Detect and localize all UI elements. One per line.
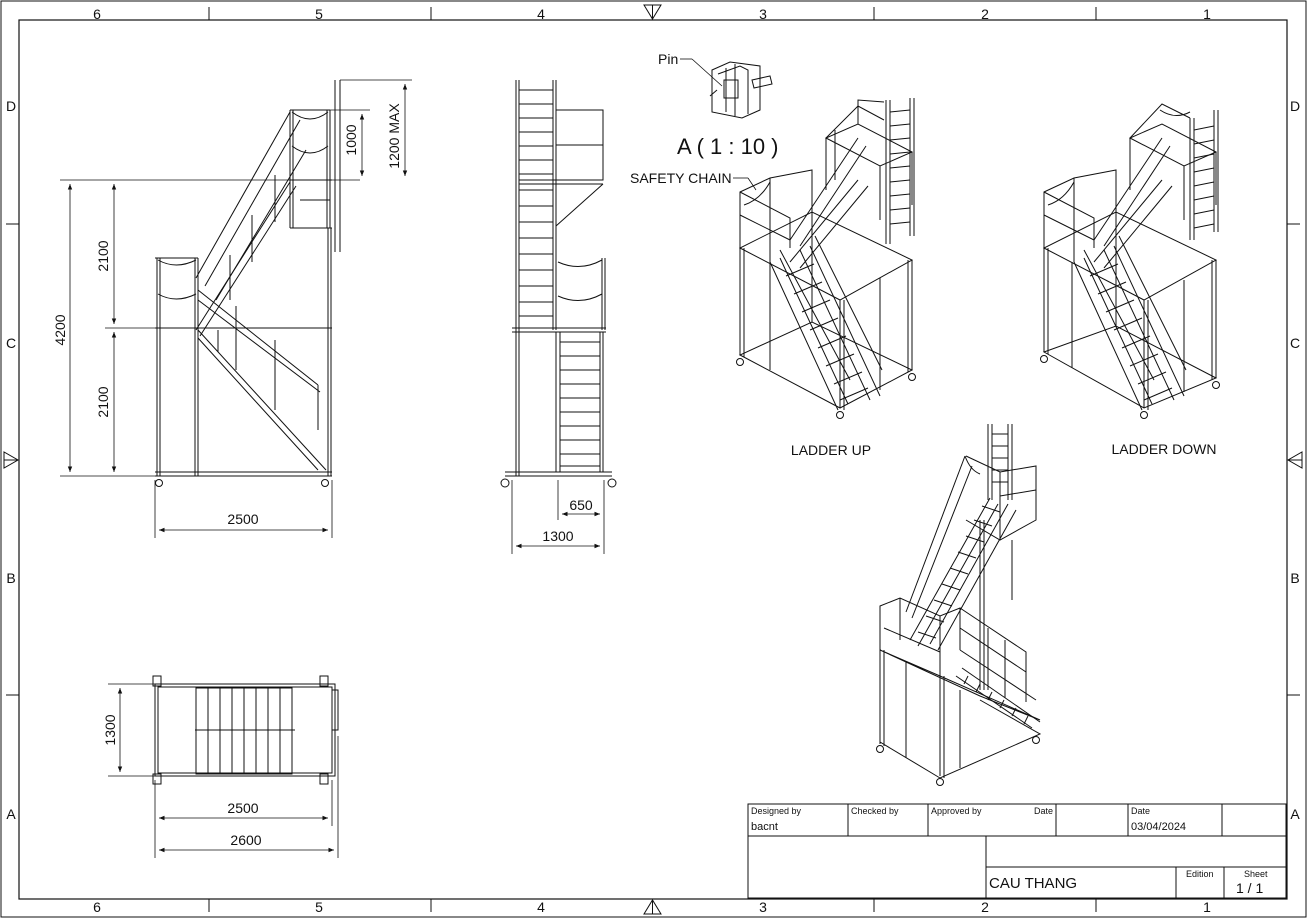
col-label-top-6: 6 — [93, 6, 101, 22]
sheet-value: 1 / 1 — [1236, 880, 1264, 896]
top-view — [152, 675, 339, 785]
date-label: Date — [1131, 806, 1151, 816]
dim-2500-front: 2500 — [227, 511, 258, 527]
col-label-bottom-6: 6 — [93, 899, 101, 915]
row-label-left-a: A — [6, 806, 16, 822]
dim-1300-side: 1300 — [542, 528, 573, 544]
col-label-top-3: 3 — [759, 6, 767, 22]
iso-view-rear — [876, 424, 1042, 786]
date-value: 03/04/2024 — [1131, 821, 1187, 833]
top-view-dimensions — [108, 683, 339, 858]
detail-scale-label: A ( 1 : 10 ) — [677, 134, 779, 159]
row-label-right-a: A — [1290, 806, 1300, 822]
dim-1000: 1000 — [343, 124, 359, 155]
col-label-bottom-4: 4 — [537, 899, 545, 915]
dim-2500-top: 2500 — [227, 800, 258, 816]
row-label-right-b: B — [1290, 570, 1299, 586]
pin-label: Pin — [658, 51, 678, 67]
approval-date-label: Date — [1034, 806, 1054, 816]
dim-1200-max: 1200 MAX — [386, 103, 402, 169]
drawing-title: CAU THANG — [989, 875, 1078, 892]
checked-by-label: Checked by — [851, 806, 899, 816]
col-label-top-4: 4 — [537, 6, 545, 22]
title-block — [747, 803, 1287, 899]
row-label-right-d: D — [1290, 98, 1300, 114]
col-label-bottom-5: 5 — [315, 899, 323, 915]
dim-4200: 4200 — [52, 314, 68, 345]
dim-2100-bottom: 2100 — [95, 386, 111, 417]
dim-2100-top: 2100 — [95, 240, 111, 271]
iso-view-ladder-up — [736, 98, 916, 419]
designed-by-value: bacnt — [751, 821, 778, 833]
detail-a-pin-sketch — [709, 61, 773, 119]
col-label-bottom-2: 2 — [981, 899, 989, 915]
edition-label: Edition — [1186, 869, 1214, 879]
row-label-left-c: C — [6, 335, 16, 351]
row-label-right-c: C — [1290, 335, 1300, 351]
designed-by-label: Designed by — [751, 806, 802, 816]
sheet-label: Sheet — [1244, 869, 1268, 879]
front-view-dimensions — [60, 79, 412, 538]
front-view — [155, 80, 341, 487]
iso-view-ladder-down — [1040, 103, 1220, 419]
approved-by-label: Approved by — [931, 806, 982, 816]
ladder-down-label: LADDER DOWN — [1111, 441, 1216, 457]
dim-650: 650 — [569, 497, 593, 513]
dim-1300-top: 1300 — [102, 714, 118, 745]
row-label-left-b: B — [6, 570, 15, 586]
safety-chain-label: SAFETY CHAIN — [630, 170, 732, 186]
col-label-top-5: 5 — [315, 6, 323, 22]
side-view — [500, 80, 617, 488]
dim-2600-top: 2600 — [230, 832, 261, 848]
col-label-bottom-1: 1 — [1203, 899, 1211, 915]
col-label-bottom-3: 3 — [759, 899, 767, 915]
side-view-dimensions — [511, 480, 605, 554]
row-label-left-d: D — [6, 98, 16, 114]
ladder-up-label: LADDER UP — [791, 442, 871, 458]
col-label-top-1: 1 — [1203, 6, 1211, 22]
col-label-top-2: 2 — [981, 6, 989, 22]
